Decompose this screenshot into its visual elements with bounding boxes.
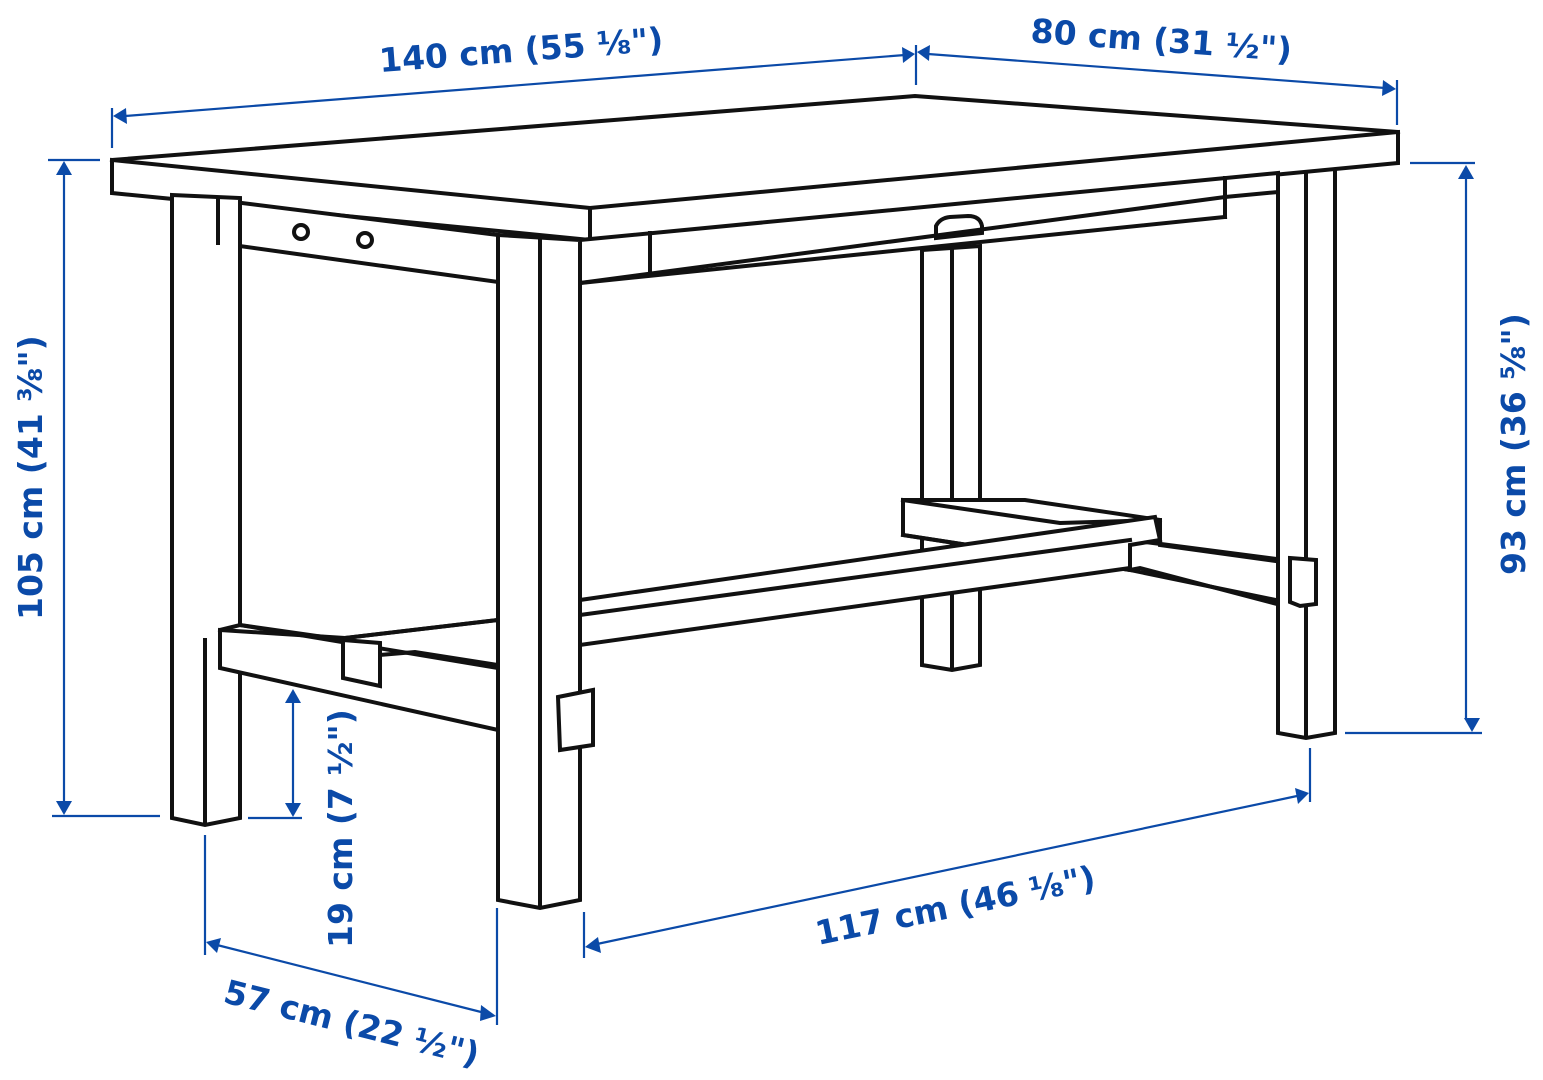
dimension-apron-height: 93 cm (36 ⅝") [1345,161,1533,735]
front-corner-leg [496,232,595,911]
leg-span-length-label: 117 cm (46 ⅛") [812,858,1099,953]
center-stretcher [577,514,1163,648]
stretcher-height-label: 19 cm (7 ½") [321,709,360,948]
depth-label: 80 cm (31 ½") [1029,11,1293,69]
dimension-stretcher-height: 19 cm (7 ½") [248,689,360,948]
left-back-leg [170,192,242,828]
dimension-leg-span-length: 117 cm (46 ⅛") [582,748,1312,958]
drawer-handle-icon [934,213,984,241]
leg-span-depth-label: 57 cm (22 ½") [220,972,483,1074]
length-label: 140 cm (55 ⅛") [378,20,665,80]
tabletop [109,93,1401,243]
height-label: 105 cm (41 ⅜") [11,335,50,620]
apron-height-label: 93 cm (36 ⅝") [1494,313,1533,575]
back-right-leg [920,243,982,673]
right-end-leg [1276,165,1337,741]
left-trestle-stretcher [217,617,501,733]
dimension-height: 105 cm (41 ⅜") [11,158,160,818]
bolt-hole-icon [356,231,374,249]
bolt-hole-icon [292,223,310,241]
right-cross-block [1288,555,1318,609]
table-drawing [109,93,1401,911]
